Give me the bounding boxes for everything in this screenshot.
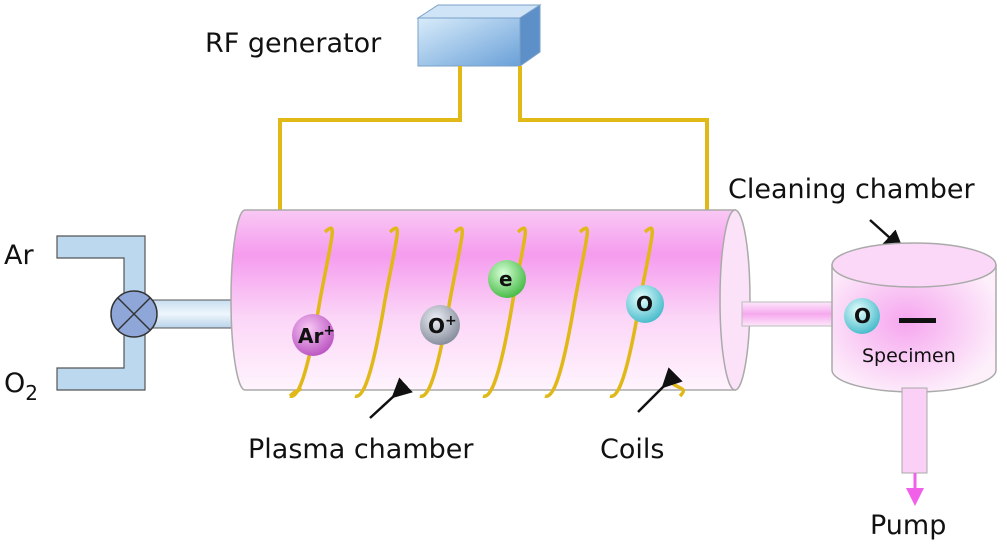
plasma-chamber-arrow	[369, 377, 413, 419]
electron-particle: e	[488, 260, 526, 298]
pump-label: Pump	[870, 510, 946, 541]
coils-label: Coils	[600, 434, 664, 465]
ar-ion-particle: Ar+	[292, 314, 335, 356]
specimen-label: Specimen	[862, 345, 956, 367]
rf-generator-label: RF generator	[205, 28, 382, 59]
oxygen-chamber-particle: O	[844, 298, 880, 334]
svg-text:O: O	[636, 292, 653, 316]
oxygen-particle: O	[626, 285, 664, 323]
rf-generator-box	[416, 4, 542, 67]
cleaning-chamber	[831, 242, 997, 393]
o2-label: O2	[4, 368, 38, 405]
pump-outlet-tube	[901, 387, 928, 474]
cleaning-chamber-arrow	[869, 219, 904, 251]
cleaning-chamber-label: Cleaning chamber	[728, 174, 976, 205]
svg-text:O+: O+	[428, 313, 457, 338]
feed-tube	[151, 299, 237, 329]
o-ion-particle: O+	[420, 305, 460, 345]
plasma-chamber	[230, 209, 751, 391]
svg-text:O: O	[854, 304, 871, 328]
specimen	[899, 318, 936, 323]
svg-text:Ar+: Ar+	[298, 323, 335, 348]
plasma-chamber-label: Plasma chamber	[248, 434, 474, 465]
valve-icon	[110, 290, 158, 338]
connector-tube	[741, 301, 835, 327]
ar-label: Ar	[4, 240, 34, 271]
svg-text:e: e	[499, 267, 513, 291]
coils-arrow	[637, 367, 683, 413]
